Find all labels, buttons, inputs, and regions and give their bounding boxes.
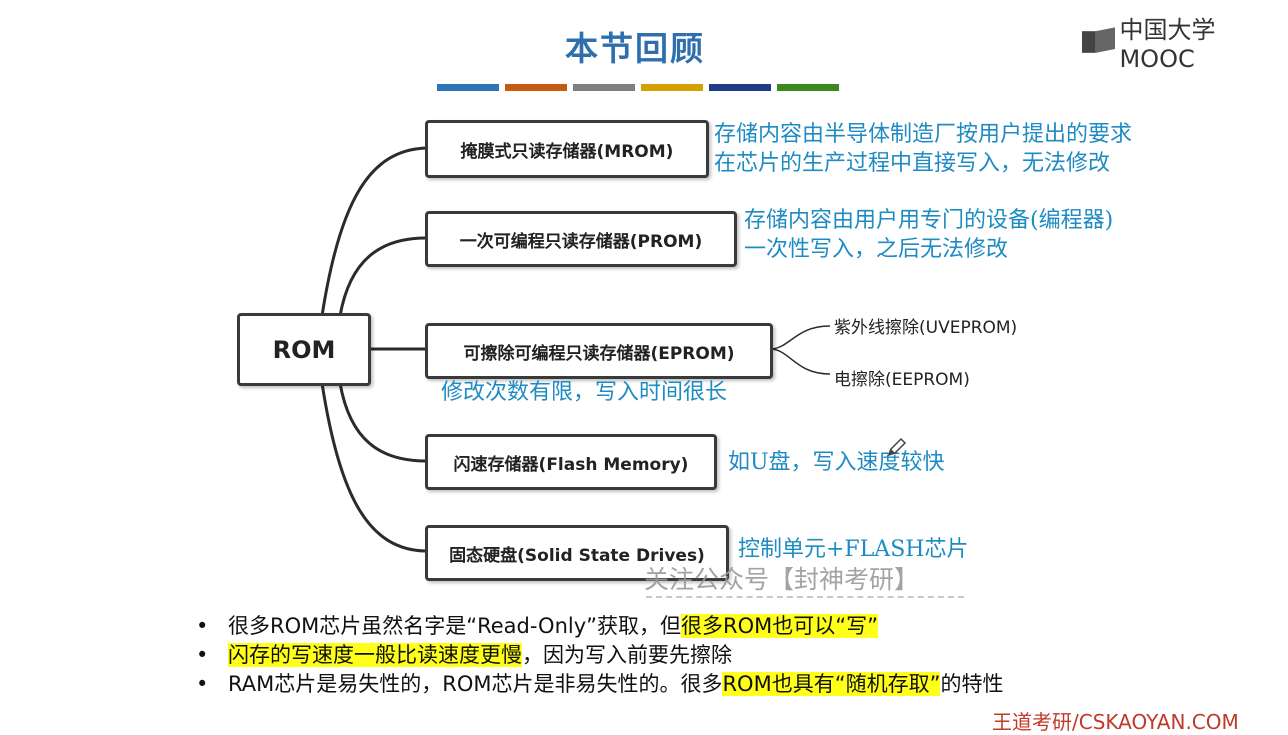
color-bar-5 <box>709 84 771 91</box>
color-bar-3 <box>573 84 635 91</box>
mooc-logo: 中国大学MOOC <box>1082 10 1288 73</box>
branch-prom-label: 一次可编程只读存储器(PROM) <box>459 231 703 252</box>
connector-mrom <box>320 146 427 317</box>
connector-eeprom <box>769 348 831 375</box>
desc-eprom: 修改次数有限，写入时间很长 <box>441 378 727 407</box>
summary-bullets: •很多ROM芯片虽然名字是“Read-Only”获取，但很多ROM也可以“写” … <box>196 612 1003 699</box>
color-bar-4 <box>641 84 703 91</box>
connector-uveprom <box>769 325 831 350</box>
footer-brand: 王道考研/CSKAOYAN.COM <box>992 710 1239 734</box>
bullet-2: •闪存的写速度一般比读速度更慢，因为写入前要先擦除 <box>196 643 732 667</box>
color-bar-2 <box>505 84 567 91</box>
connector-flash <box>338 382 427 463</box>
desc-ssd: 控制单元+FLASH芯片 <box>738 535 968 564</box>
branch-flash: 闪速存储器(Flash Memory) <box>425 434 717 490</box>
page-title: 本节回顾 <box>565 29 705 68</box>
mindmap-connectors <box>320 146 831 553</box>
branch-eprom: 可擦除可编程只读存储器(EPROM) <box>425 323 773 379</box>
branch-ssd: 固态硬盘(Solid State Drives) <box>425 525 729 581</box>
sub-eeprom: 电擦除(EEPROM) <box>834 370 970 390</box>
bullet-3: •RAM芯片是易失性的，ROM芯片是非易失性的。很多ROM也具有“随机存取”的特… <box>196 672 1004 696</box>
desc-prom-line2: 一次性写入，之后无法修改 <box>744 237 1009 262</box>
desc-mrom: 存储内容由半导体制造厂按用户提出的要求 在芯片的生产过程中直接写入，无法修改 <box>714 120 1132 178</box>
bullet-1: •很多ROM芯片虽然名字是“Read-Only”获取，但很多ROM也可以“写” <box>196 614 879 638</box>
watermark-divider <box>646 596 964 598</box>
rom-node-label: ROM <box>272 335 336 364</box>
branch-ssd-label: 固态硬盘(Solid State Drives) <box>449 545 705 566</box>
desc-mrom-line1: 存储内容由半导体制造厂按用户提出的要求 <box>714 122 1133 147</box>
mooc-logo-icon <box>1082 26 1116 53</box>
sub-uveprom: 紫外线擦除(UVEPROM) <box>834 318 1018 338</box>
color-bar-6 <box>777 84 839 91</box>
branch-mrom: 掩膜式只读存储器(MROM) <box>425 120 709 178</box>
desc-flash: 如U盘，写入速度较快 <box>728 448 945 477</box>
branch-mrom-label: 掩膜式只读存储器(MROM) <box>460 141 674 162</box>
logo-text: 中国大学MOOC <box>1119 16 1216 73</box>
desc-prom-line1: 存储内容由用户用专门的设备(编程器) <box>744 208 1114 233</box>
desc-eprom-line1: 修改次数有限，写入时间很长 <box>441 380 728 405</box>
desc-mrom-line2: 在芯片的生产过程中直接写入，无法修改 <box>714 151 1111 176</box>
rom-node: ROM <box>237 313 371 386</box>
watermark: 关注公众号【封神考研】 <box>644 565 920 594</box>
branch-eprom-label: 可擦除可编程只读存储器(EPROM) <box>463 343 735 364</box>
branch-flash-label: 闪速存储器(Flash Memory) <box>453 454 689 475</box>
desc-flash-line1: 如U盘，写入速度较快 <box>728 450 945 475</box>
branch-prom: 一次可编程只读存储器(PROM) <box>425 211 737 267</box>
desc-ssd-line1: 控制单元+FLASH芯片 <box>738 537 969 562</box>
color-bar-1 <box>437 84 499 91</box>
desc-prom: 存储内容由用户用专门的设备(编程器) 一次性写入，之后无法修改 <box>744 206 1113 264</box>
connector-prom <box>338 236 427 317</box>
pen-cursor-icon <box>887 437 907 457</box>
connector-ssd <box>320 382 427 553</box>
